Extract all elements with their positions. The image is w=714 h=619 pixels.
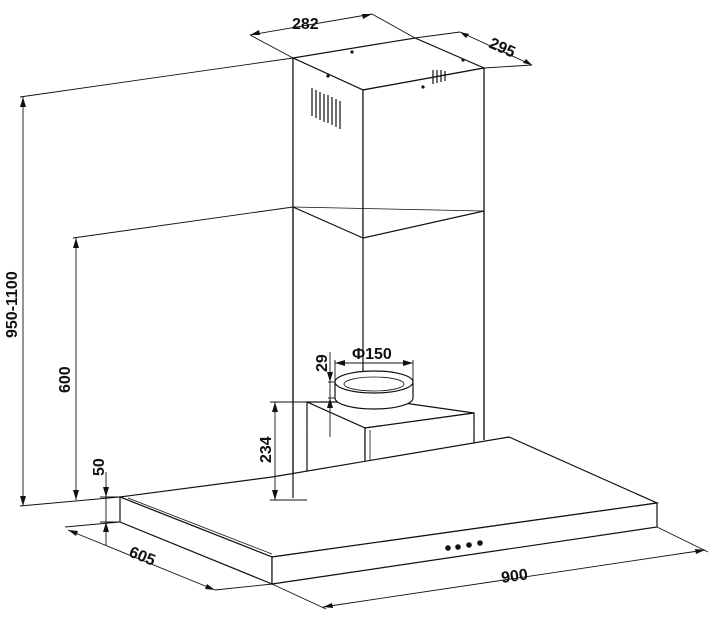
dim-collar-height: 29 (314, 352, 335, 437)
dim-label-600: 600 (57, 366, 74, 393)
outlet-collar (334, 370, 414, 410)
dim-label-29: 29 (314, 354, 331, 372)
dim-label-50: 50 (91, 458, 108, 476)
dim-collar-diameter: Φ150 (334, 346, 414, 382)
dim-label-295: 295 (486, 35, 517, 61)
dim-label-282: 282 (292, 16, 319, 33)
chimney (290, 37, 487, 498)
control-button[interactable] (445, 545, 451, 551)
dim-label-900: 900 (500, 566, 529, 587)
dim-label-950-1100: 950-1100 (4, 271, 21, 338)
control-button[interactable] (455, 544, 461, 550)
dim-label-234: 234 (258, 436, 275, 463)
dim-lower-height: 600 (57, 206, 294, 500)
control-button[interactable] (466, 542, 472, 548)
dim-total-height: 950-1100 (4, 57, 294, 507)
vent-slots-right (432, 70, 446, 84)
dim-chimney-width: 282 (249, 13, 416, 59)
vent-slots-left (311, 88, 341, 129)
dim-label-605: 605 (127, 544, 158, 570)
dim-label-diameter-150: Φ150 (352, 346, 392, 363)
dim-canopy-width: 900 (271, 526, 709, 610)
control-button[interactable] (477, 540, 483, 546)
canopy (117, 207, 660, 585)
dim-canopy-thickness: 50 (91, 458, 120, 546)
dim-motor-box-height: 234 (258, 401, 307, 501)
